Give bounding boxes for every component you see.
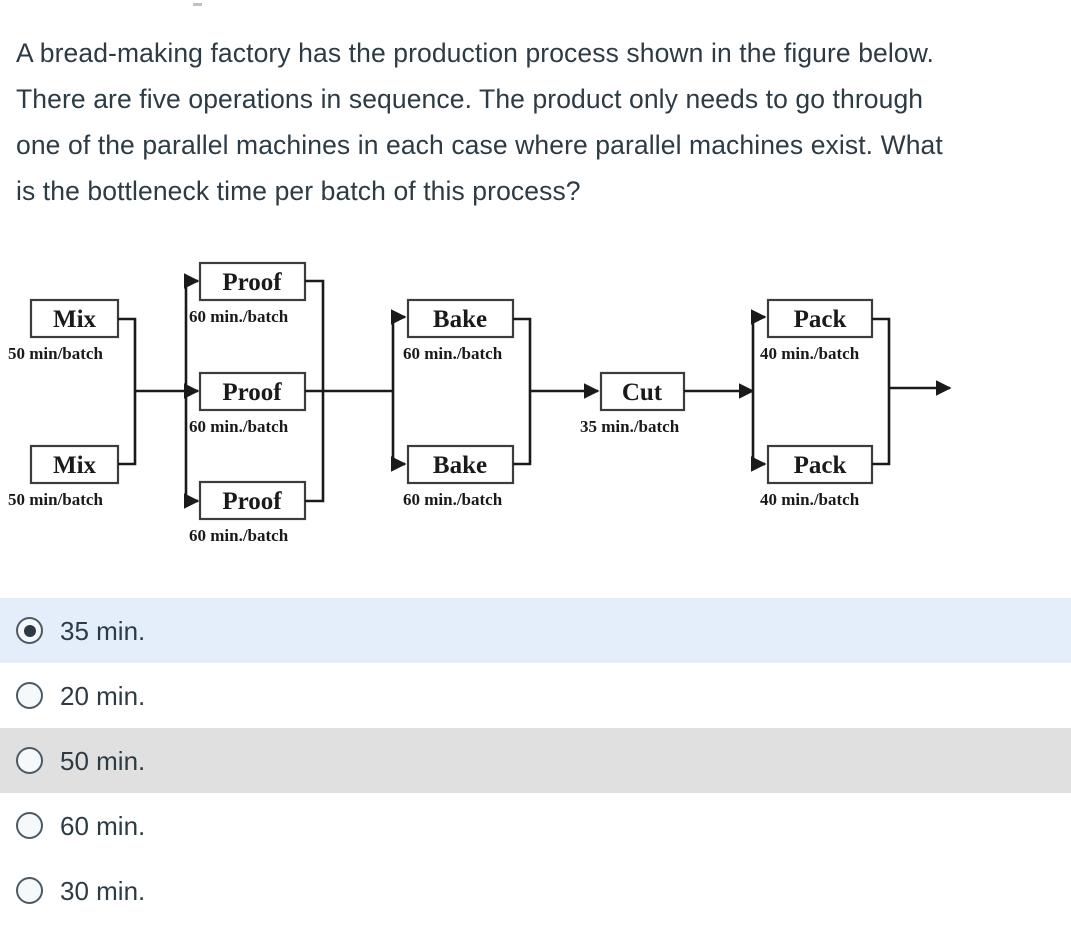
connector-mix-to-proof bbox=[135, 273, 200, 509]
node-bake-2-label: Bake bbox=[433, 452, 487, 479]
answer-option-row-3[interactable]: 50 min. bbox=[0, 728, 1071, 793]
radio-button-icon-5[interactable] bbox=[16, 877, 43, 904]
node-pack-2 bbox=[766, 444, 874, 485]
node-pack-1-time: 40 min./batch bbox=[760, 344, 860, 363]
answer-option-label-1: 35 min. bbox=[60, 615, 146, 646]
stage-bake: Bake 60 min./batch Bake 60 min./batch bbox=[403, 298, 532, 509]
connector-pack-merge bbox=[872, 317, 891, 466]
node-proof-2-label: Proof bbox=[222, 379, 282, 406]
radio-button-icon-2[interactable] bbox=[16, 682, 43, 709]
stage-mix: Mix 50 min/batch Mix 50 min/batch bbox=[8, 298, 137, 509]
answer-option-row-5[interactable]: 30 min. bbox=[0, 858, 1071, 923]
node-pack-2-label: Pack bbox=[794, 452, 847, 479]
connector-cut-to-pack bbox=[684, 309, 767, 472]
node-bake-1-label: Bake bbox=[433, 306, 487, 333]
node-proof-1 bbox=[198, 261, 307, 302]
node-mix-2 bbox=[29, 444, 120, 485]
answer-option-row-4[interactable]: 60 min. bbox=[0, 793, 1071, 858]
node-pack-1-label: Pack bbox=[794, 306, 847, 333]
stage-proof: Proof 60 min./batch Proof 60 min./batch … bbox=[189, 261, 325, 545]
answer-option-row-2[interactable]: 20 min. bbox=[0, 663, 1071, 728]
node-pack-1 bbox=[766, 298, 874, 339]
node-mix-1-time: 50 min/batch bbox=[8, 344, 103, 363]
radio-button-icon-1[interactable] bbox=[16, 617, 43, 644]
answer-option-label-2: 20 min. bbox=[60, 680, 146, 711]
node-proof-1-label: Proof bbox=[222, 269, 282, 296]
answer-option-label-5: 30 min. bbox=[60, 875, 146, 906]
stage-pack: Pack 40 min./batch Pack 40 min./batch bbox=[760, 298, 891, 509]
node-bake-2-time: 60 min./batch bbox=[403, 490, 503, 509]
answer-options-list: 35 min. 20 min. 50 min. 60 min. 30 min. bbox=[0, 598, 1071, 923]
node-mix-2-time: 50 min/batch bbox=[8, 490, 103, 509]
stage-cut: Cut 35 min./batch bbox=[580, 371, 686, 436]
answer-option-row-1[interactable]: 35 min. bbox=[0, 598, 1071, 663]
node-bake-1-time: 60 min./batch bbox=[403, 344, 503, 363]
node-proof-1-time: 60 min./batch bbox=[189, 307, 289, 326]
connector-bake-merge bbox=[513, 317, 532, 466]
node-cut-1-time: 35 min./batch bbox=[580, 417, 680, 436]
node-pack-2-time: 40 min./batch bbox=[760, 490, 860, 509]
question-text: A bread-making factory has the productio… bbox=[16, 38, 943, 206]
answer-option-label-4: 60 min. bbox=[60, 810, 146, 841]
node-cut-1-label: Cut bbox=[622, 379, 663, 406]
node-mix-1-label: Mix bbox=[53, 306, 97, 333]
connector-mix-merge bbox=[118, 317, 137, 466]
node-mix-2-label: Mix bbox=[53, 452, 97, 479]
radio-button-icon-4[interactable] bbox=[16, 812, 43, 839]
node-mix-1 bbox=[29, 298, 120, 339]
answer-option-label-3: 50 min. bbox=[60, 745, 146, 776]
node-proof-3-label: Proof bbox=[222, 488, 282, 515]
node-proof-3 bbox=[198, 480, 307, 521]
node-proof-3-time: 60 min./batch bbox=[189, 526, 289, 545]
node-proof-2-time: 60 min./batch bbox=[189, 417, 289, 436]
process-flow-figure: Mix 50 min/batch Mix 50 min/batch bbox=[0, 243, 1071, 553]
node-bake-2 bbox=[406, 444, 515, 485]
connector-proof-to-bake bbox=[323, 309, 407, 472]
radio-button-icon-3[interactable] bbox=[16, 747, 43, 774]
node-bake-1 bbox=[406, 298, 515, 339]
clipped-top-artifact bbox=[193, 3, 202, 6]
